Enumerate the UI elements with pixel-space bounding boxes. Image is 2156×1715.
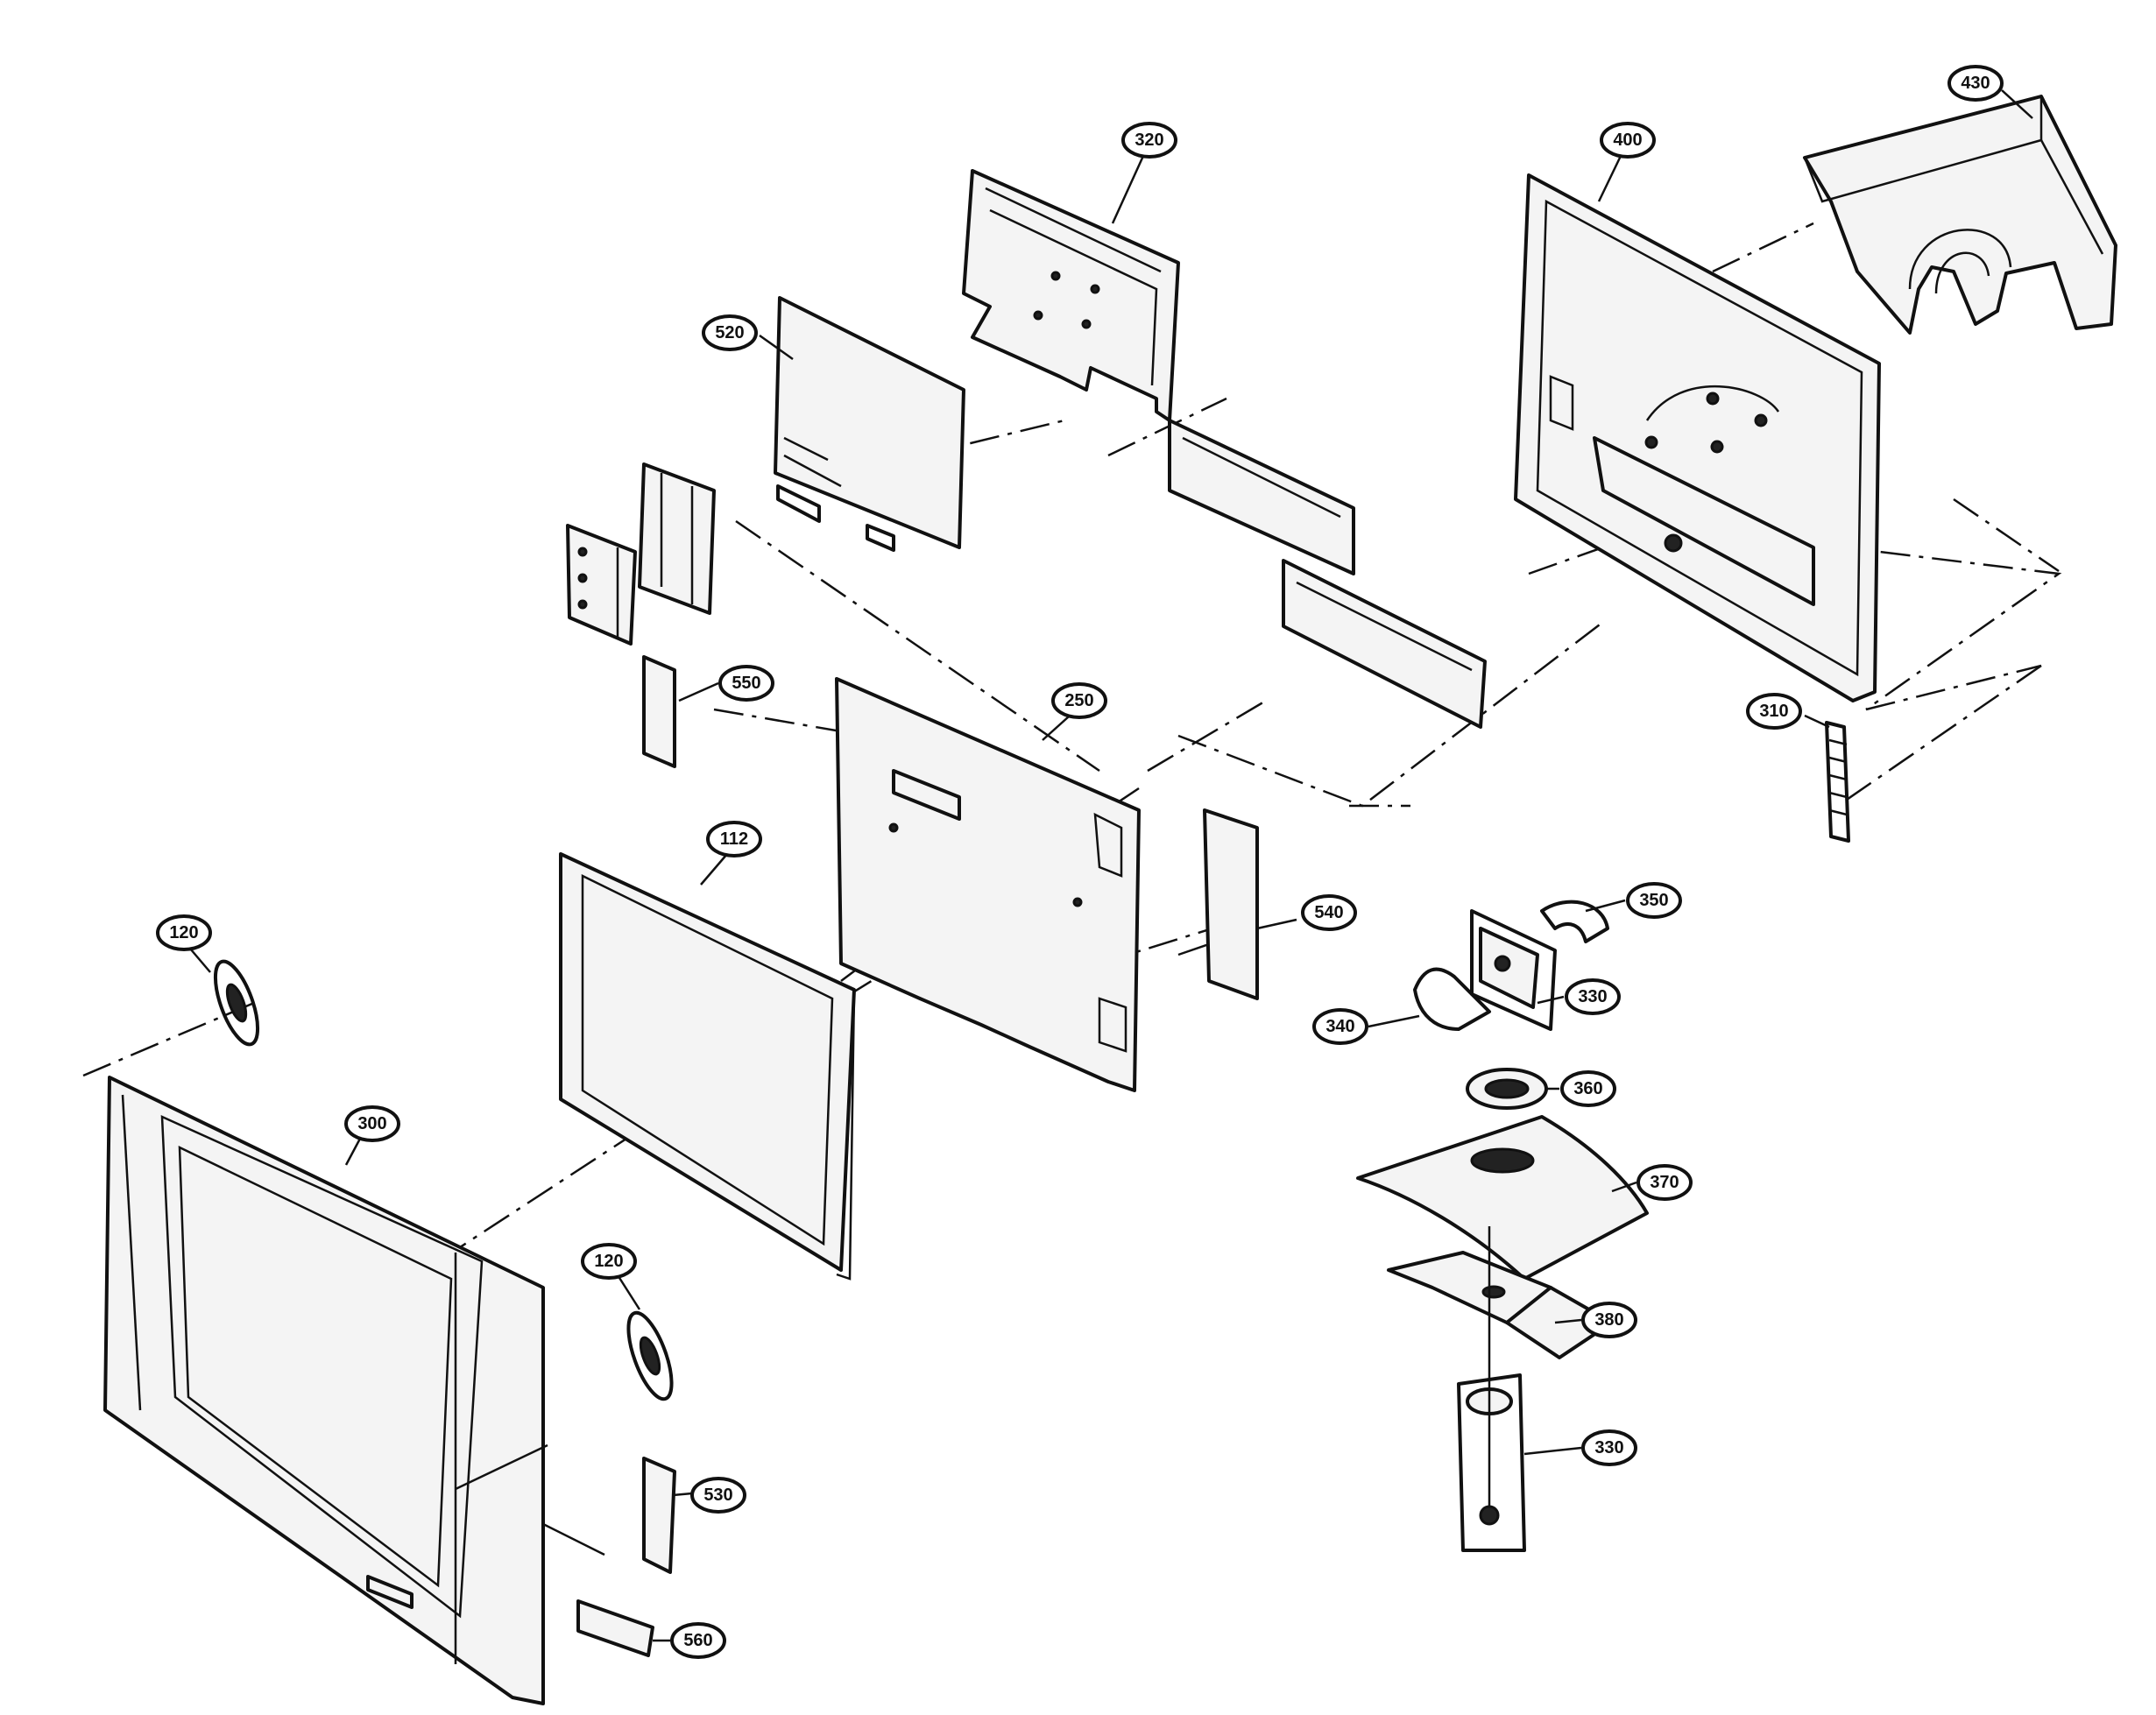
part-550-board bbox=[642, 655, 676, 768]
part-310-spring bbox=[1825, 721, 1850, 843]
part-540-board bbox=[1203, 808, 1259, 1000]
callout-350: 350 bbox=[1626, 882, 1682, 919]
svg-text:310: 310 bbox=[1759, 702, 1788, 721]
svg-text:530: 530 bbox=[703, 1486, 732, 1505]
svg-text:370: 370 bbox=[1650, 1173, 1679, 1192]
part-400-rear-cabinet bbox=[1514, 173, 1881, 702]
callout-370: 370 bbox=[1636, 1164, 1693, 1201]
svg-text:250: 250 bbox=[1064, 691, 1093, 710]
part-300-front-bezel bbox=[103, 1076, 545, 1705]
svg-text:360: 360 bbox=[1573, 1079, 1602, 1098]
svg-text:540: 540 bbox=[1314, 903, 1343, 922]
svg-text:120: 120 bbox=[169, 923, 198, 942]
svg-text:340: 340 bbox=[1325, 1017, 1354, 1036]
part-120-speaker-top bbox=[213, 959, 260, 1047]
callout-250: 250 bbox=[1051, 682, 1107, 719]
svg-text:112: 112 bbox=[720, 829, 748, 849]
svg-text:120: 120 bbox=[594, 1252, 623, 1271]
svg-text:300: 300 bbox=[357, 1114, 386, 1133]
part-520-main-pcb bbox=[774, 296, 965, 552]
part-350-clip bbox=[1540, 900, 1609, 943]
callout-430: 430 bbox=[1947, 65, 2004, 102]
callout-530: 530 bbox=[690, 1477, 746, 1514]
svg-text:380: 380 bbox=[1594, 1310, 1623, 1330]
callout-310: 310 bbox=[1746, 693, 1802, 730]
part-112-lcd-panel bbox=[559, 852, 856, 1281]
svg-text:430: 430 bbox=[1961, 74, 1990, 93]
svg-text:520: 520 bbox=[715, 323, 744, 342]
callout-550: 550 bbox=[718, 665, 774, 702]
svg-text:400: 400 bbox=[1613, 131, 1642, 150]
part-120-speaker-bottom bbox=[626, 1310, 674, 1401]
callout-300: 300 bbox=[344, 1105, 400, 1142]
callout-400: 400 bbox=[1600, 122, 1656, 159]
callout-330-upper: 330 bbox=[1565, 978, 1621, 1015]
part-360-ring bbox=[1466, 1068, 1548, 1110]
callout-112: 112 bbox=[706, 821, 762, 858]
part-250-chassis bbox=[835, 677, 1141, 1092]
callout-360: 360 bbox=[1560, 1070, 1616, 1107]
callout-330-lower: 330 bbox=[1581, 1429, 1637, 1466]
part-interface-boards bbox=[1168, 419, 1487, 729]
callout-380: 380 bbox=[1581, 1302, 1637, 1338]
svg-text:350: 350 bbox=[1639, 891, 1668, 910]
svg-text:550: 550 bbox=[732, 674, 760, 693]
callout-520: 520 bbox=[702, 314, 758, 351]
svg-text:560: 560 bbox=[683, 1631, 712, 1650]
part-370-stand-base bbox=[1356, 1115, 1649, 1281]
callout-320: 320 bbox=[1121, 122, 1177, 159]
part-380-bracket bbox=[1387, 1251, 1614, 1359]
svg-text:320: 320 bbox=[1135, 131, 1163, 150]
callout-560: 560 bbox=[670, 1622, 726, 1659]
callout-120-top: 120 bbox=[156, 914, 212, 951]
callout-120-bottom: 120 bbox=[581, 1243, 637, 1280]
part-bracket-boards bbox=[566, 462, 716, 646]
part-330-upper-hinge bbox=[1470, 909, 1557, 1031]
svg-text:330: 330 bbox=[1578, 987, 1607, 1006]
part-560-button-board bbox=[576, 1599, 654, 1657]
callout-340: 340 bbox=[1312, 1008, 1368, 1045]
callout-540: 540 bbox=[1301, 894, 1357, 931]
part-530-board bbox=[642, 1457, 676, 1574]
part-430-rear-cover bbox=[1803, 95, 2117, 335]
part-330-lower-hinge bbox=[1457, 1226, 1526, 1552]
svg-text:330: 330 bbox=[1594, 1438, 1623, 1457]
part-320-shield bbox=[962, 169, 1180, 422]
part-340-clip bbox=[1413, 967, 1491, 1031]
